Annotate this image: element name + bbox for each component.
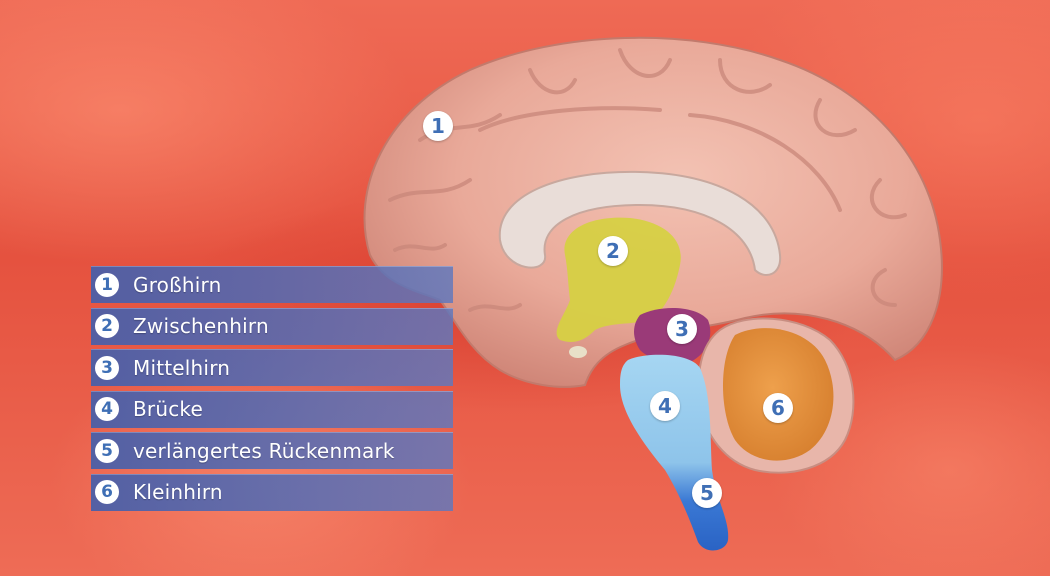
legend-number: 2 <box>95 314 119 339</box>
hypophyse <box>569 346 587 358</box>
marker-rueckenmark: 5 <box>692 478 722 508</box>
legend-number: 5 <box>95 438 119 463</box>
marker-grosshirn: 1 <box>423 111 453 141</box>
legend-label: Brücke <box>133 397 203 422</box>
legend-label: Zwischenhirn <box>133 314 269 339</box>
marker-zwischenhirn: 2 <box>598 236 628 266</box>
legend-item-bruecke: 4 Brücke <box>91 390 453 428</box>
legend-label: verlängertes Rückenmark <box>133 438 395 463</box>
legend-item-rueckenmark: 5 verlängertes Rückenmark <box>91 432 453 470</box>
legend-number: 1 <box>95 272 119 297</box>
gyri-lines <box>388 48 907 312</box>
marker-kleinhirn: 6 <box>763 393 793 423</box>
corpus-callosum <box>498 170 782 276</box>
legend-number: 3 <box>95 355 119 380</box>
legend-item-mittelhirn: 3 Mittelhirn <box>91 349 453 387</box>
legend-label: Mittelhirn <box>133 355 231 380</box>
legend-item-grosshirn: 1 Großhirn <box>91 266 453 303</box>
marker-bruecke: 4 <box>650 391 680 421</box>
legend-number: 4 <box>95 397 119 422</box>
legend-item-zwischenhirn: 2 Zwischenhirn <box>91 307 453 345</box>
marker-mittelhirn: 3 <box>667 314 697 344</box>
zwischenhirn-region <box>556 217 681 342</box>
legend-label: Kleinhirn <box>133 480 223 505</box>
grosshirn-region <box>363 36 943 388</box>
legend-item-kleinhirn: 6 Kleinhirn <box>91 473 453 511</box>
legend: 1 Großhirn 2 Zwischenhirn 3 Mittelhirn 4… <box>91 266 453 516</box>
legend-number: 6 <box>95 480 119 505</box>
legend-label: Großhirn <box>133 272 222 297</box>
